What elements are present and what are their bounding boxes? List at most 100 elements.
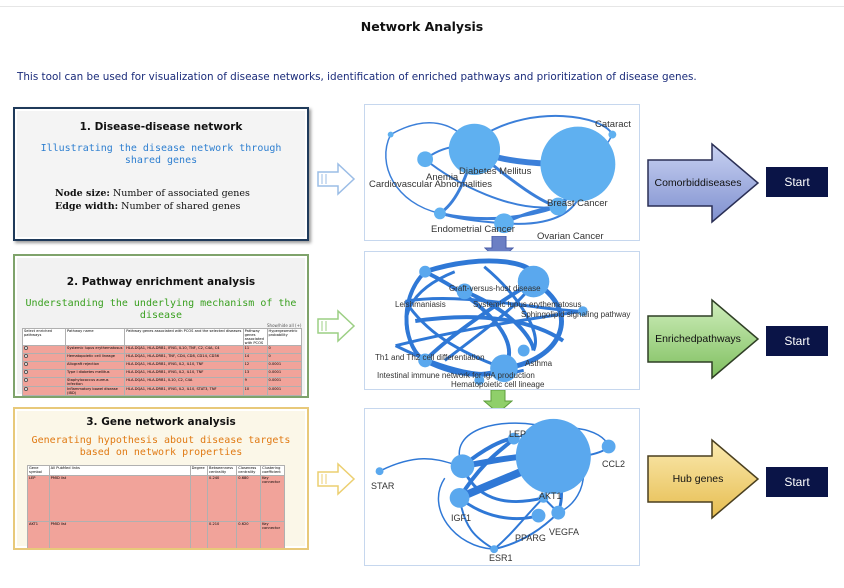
hub-genes-arrow: Hub genes	[646, 438, 760, 520]
table-header-row: Select enriched pathways Pathway name Pa…	[21, 328, 303, 346]
arrow-right-icon	[317, 309, 356, 343]
closeness: 0.620	[236, 521, 262, 548]
column-header: Pathway name	[65, 328, 126, 346]
start-hub-genes-button[interactable]: Start	[766, 467, 828, 497]
pathway-genes: HLA-DQA1, HLA-DRB1, IL10, C2, C4A	[124, 377, 244, 387]
gene-table-thumbnail: Gene symbol All PubMed links Degree Betw…	[27, 465, 285, 548]
arrow-right-icon	[317, 462, 356, 496]
network-label: Systemic lupus erythematosus	[473, 300, 582, 309]
arrow-label-line1: Comorbid	[654, 177, 701, 189]
network-label: Breast Cancer	[547, 198, 608, 209]
network-label: Graft-versus-host disease	[449, 284, 541, 293]
select-radio	[24, 354, 28, 358]
legend-node-size: Node size: Number of associated genes	[55, 188, 250, 199]
gene-count: 13	[242, 369, 268, 378]
gene-symbol: AKT1	[27, 521, 50, 548]
arrow-label-line2: diseases	[700, 177, 742, 189]
degree	[189, 521, 209, 548]
probability: 0	[266, 345, 303, 354]
table-row: Inflammatory bowel disease (IBD)HLA-DQA1…	[21, 386, 303, 396]
network-label: Sphingolipid signaling pathway	[521, 310, 631, 319]
pathway-name: Allograft rejection	[65, 361, 126, 370]
legend-term: Node size:	[55, 188, 110, 199]
pathway-enrichment-description-panel: 2. Pathway enrichment analysis Understan…	[13, 254, 309, 398]
probability: 0.0001	[266, 386, 303, 396]
arrow-right-icon	[317, 162, 356, 196]
gene-count: 12	[242, 361, 268, 370]
column-header: All PubMed links	[48, 465, 191, 476]
network-label: PPARG	[515, 533, 546, 543]
pathway-name: Type I diabetes mellitus	[65, 369, 126, 378]
select-radio	[24, 387, 28, 391]
pathway-genes: HLA-DQA1, HLA-DRB1, TNF, CD4, CD8, CD14,…	[124, 353, 244, 362]
column-header: Gene symbol	[27, 465, 50, 476]
select-radio	[24, 362, 28, 366]
network-label: Cardiovascular Abnormalities	[369, 179, 493, 190]
network-label: Anemia	[426, 172, 459, 183]
column-header: Degree	[189, 465, 209, 476]
pathway-genes: HLA-DQA1, HLA-DRB1, IFNG, IL2, IL10, TNF	[124, 369, 244, 378]
section-subtitle-line2: based on network properties	[79, 447, 243, 458]
disease-network-description-panel: 1. Disease-disease network Illustrating …	[13, 107, 309, 241]
probability: 0.0001	[266, 377, 303, 387]
network-label: Ovarian Cancer	[537, 231, 604, 242]
table-header-row: Gene symbol All PubMed links Degree Betw…	[27, 465, 285, 476]
gene-count: 9	[242, 377, 268, 387]
legend-term: Edge width:	[55, 201, 119, 212]
arrow-label-line1: Hub genes	[672, 473, 724, 485]
probability: 0.0001	[266, 361, 303, 370]
pathway-network-image: Graft-versus-host disease Leishmaniasis …	[364, 251, 640, 390]
arrow-label-line1: Enriched	[655, 333, 697, 345]
start-enriched-pathways-button[interactable]: Start	[766, 326, 828, 356]
column-header: Pathway genes associated with PCOS	[242, 328, 268, 346]
gene-network-image: LEP CCL2 STAR AKT1 IGF1 PPARG VEGFA ESR1	[364, 408, 640, 566]
network-label: Intestinal immune network for IgA produc…	[377, 371, 535, 380]
pathway-genes: HLA-DQA1, HLA-DRB1, IFNG, IL10, TNF, C2,…	[124, 345, 244, 354]
network-label: Endometrial Cancer	[431, 224, 515, 235]
network-label: VEGFA	[549, 527, 580, 537]
legend-edge-width: Edge width: Number of shared genes	[55, 201, 240, 212]
probability: 0	[266, 353, 303, 362]
network-label: AKT1	[539, 491, 562, 501]
closeness: 0.680	[236, 475, 262, 522]
pubmed-links: PMID list	[48, 521, 191, 548]
start-comorbid-diseases-button[interactable]: Start	[766, 167, 828, 197]
pathway-genes: HLA-DQA1, HLA-DRB1, IFNG, IL2, IL10, STA…	[124, 386, 244, 396]
section-subtitle-line2: shared genes	[124, 155, 198, 166]
clustering: Key connector	[260, 475, 285, 522]
section-title: 3. Gene network analysis	[86, 416, 236, 428]
network-label: CCL2	[602, 459, 626, 469]
select-radio	[24, 346, 28, 350]
network-label: Th1 and Th2 cell differentiation	[375, 353, 485, 362]
gene-count: 14	[242, 353, 268, 362]
pathway-name: Staphylococcus aureus infection	[65, 377, 126, 387]
pathway-name: Hematopoietic cell lineage	[65, 353, 126, 362]
network-label: Hematopoietic cell lineage	[451, 380, 545, 389]
gene-count: 10	[242, 386, 268, 396]
arrow-label-line2: pathways	[696, 333, 741, 345]
probability: 0.0001	[266, 369, 303, 378]
column-header: Betweenness centrality	[207, 465, 238, 476]
pathway-table-thumbnail: Select enriched pathways Pathway name Pa…	[21, 328, 303, 396]
gene-symbol: LEP	[27, 475, 50, 522]
section-title: 2. Pathway enrichment analysis	[66, 276, 256, 288]
column-header: Hypergeometric probability	[266, 328, 303, 346]
table-caption: Show/hide all (+)	[267, 323, 302, 328]
network-label: Asthma	[525, 359, 553, 368]
column-header: Select enriched pathways	[21, 328, 67, 346]
intro-text: This tool can be used for visualization …	[17, 71, 697, 83]
arrow-down-icon	[483, 390, 513, 414]
gene-network-description-panel: 3. Gene network analysis Generating hypo…	[13, 407, 309, 550]
column-header: Pathway genes associated with PCOS and t…	[124, 328, 244, 346]
network-label: Diabetes Mellitus	[459, 166, 532, 177]
section-subtitle-line1: Illustrating the disease network through	[40, 143, 282, 154]
select-radio	[24, 370, 28, 374]
